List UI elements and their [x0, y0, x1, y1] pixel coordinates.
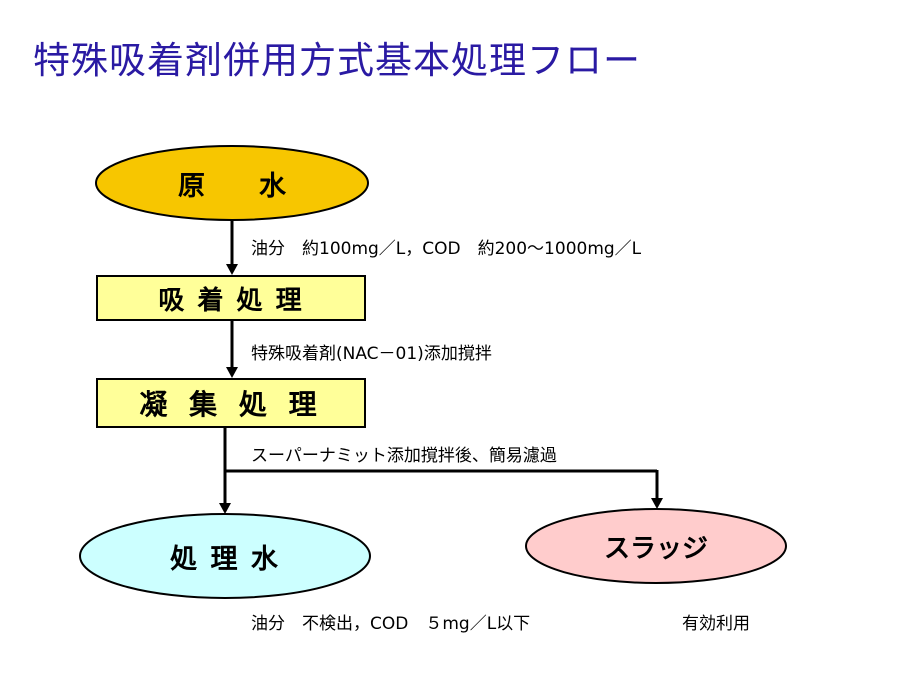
coagulation-label: 凝 集 処 理	[139, 388, 323, 421]
raw-water-label: 原 水	[178, 170, 286, 202]
page-title: 特殊吸着剤併用方式基本処理フロー	[33, 39, 641, 82]
arrowhead-adsorption-to-coagulation	[226, 367, 238, 378]
treated-water-node	[79, 513, 371, 599]
arrowhead-to-treated-water	[219, 503, 231, 514]
adsorption-label: 吸 着 処 理	[158, 285, 304, 316]
adsorption-to-coagulation-label: 特殊吸着剤(NAC－01)添加撹拌	[251, 344, 492, 364]
adsorption-node	[96, 275, 366, 321]
sludge-node	[525, 508, 787, 584]
arrowhead-raw-to-adsorption	[226, 264, 238, 275]
raw-to-adsorption-label: 油分 約100mg／L，COD 約200～1000mg／L	[251, 239, 642, 259]
coagulation-split-label: スーパーナミット添加撹拌後、簡易濾過	[251, 446, 557, 466]
arrowhead-to-sludge	[651, 498, 663, 509]
sludge-note: 有効利用	[682, 614, 750, 634]
treated-water-note: 油分 不検出，COD ５mg／L以下	[251, 614, 531, 634]
sludge-label: スラッジ	[603, 533, 708, 564]
coagulation-node	[96, 378, 366, 428]
treated-water-label: 処 理 水	[170, 543, 280, 575]
